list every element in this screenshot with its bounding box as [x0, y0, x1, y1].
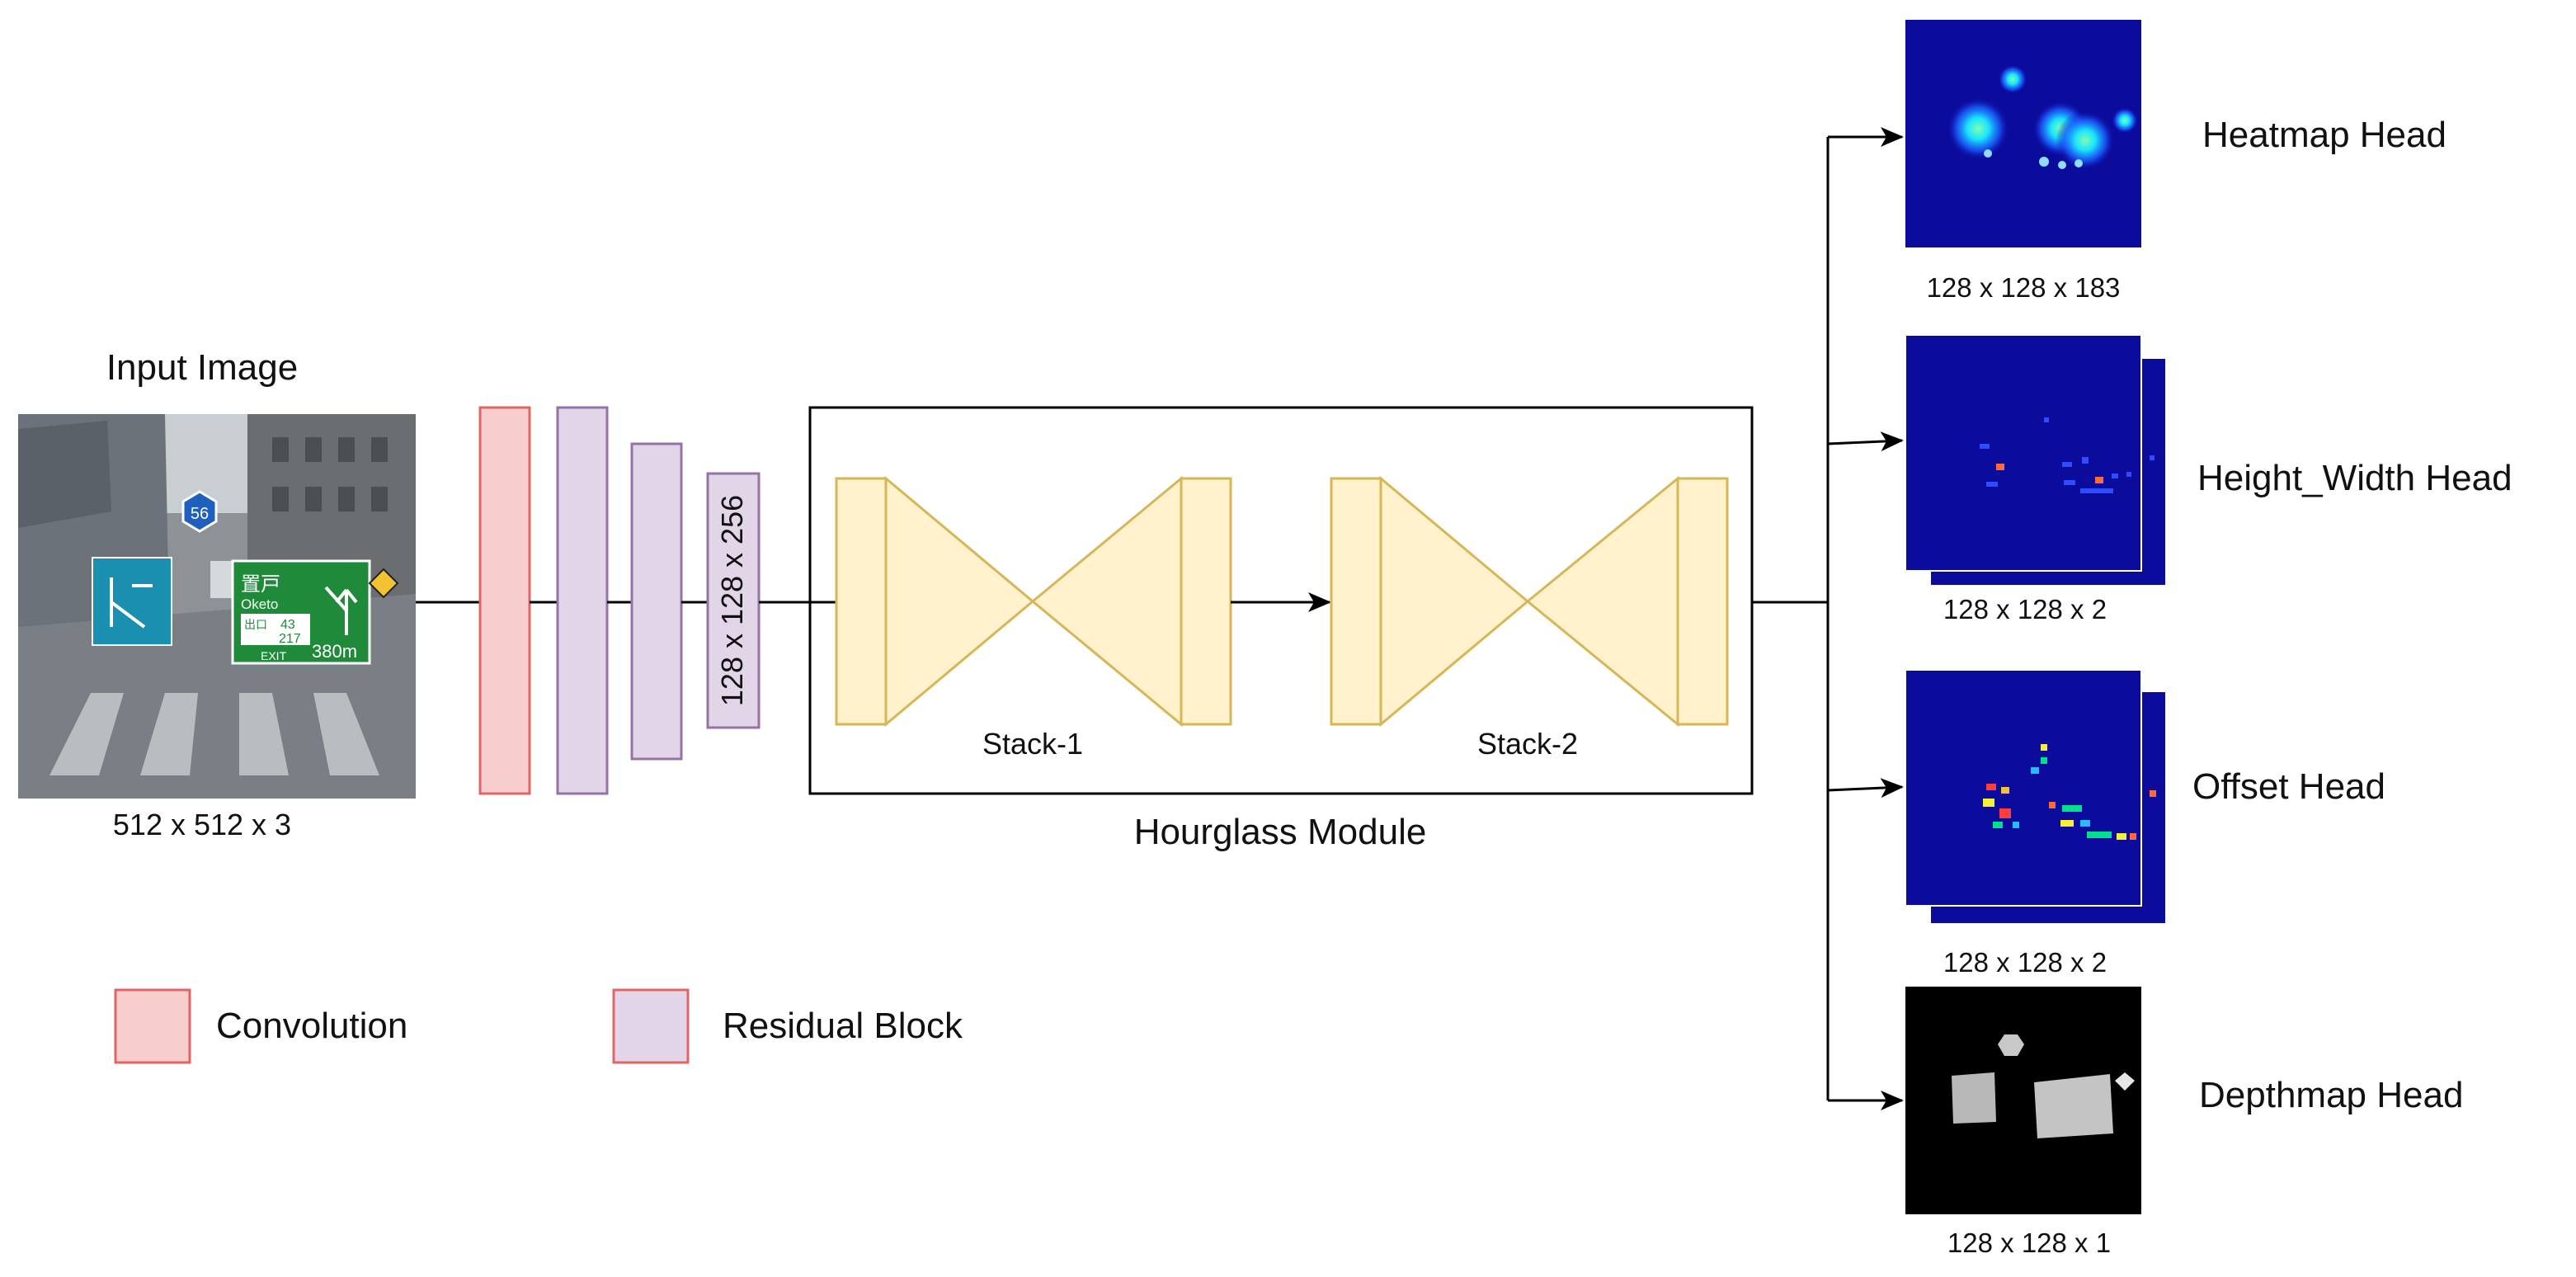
input-dims: 512 x 512 x 3: [113, 808, 291, 841]
hourglass-module-title: Hourglass Module: [1134, 812, 1427, 852]
stack-1-label: Stack-1: [982, 727, 1083, 761]
height-width-head-dims: 128 x 128 x 2: [1943, 594, 2107, 624]
sign-exit: EXIT: [261, 649, 287, 662]
stack-2-label: Stack-2: [1477, 727, 1578, 761]
depthmap-output: [1905, 987, 2141, 1214]
conv-block: [478, 406, 531, 795]
offset-output: [1905, 669, 2167, 925]
residual-block-1: [556, 406, 609, 795]
arrow-to-offset: [1827, 778, 1904, 799]
legend-convolution-label: Convolution: [216, 1006, 407, 1046]
feature-dims: 128 x 128 x 256: [715, 495, 749, 706]
depthmap-head-dims: 128 x 128 x 1: [1947, 1228, 2111, 1258]
sign-place: Oketo: [241, 596, 278, 612]
height-width-output: [1905, 334, 2167, 587]
depthmap-head-label: Depthmap Head: [2199, 1075, 2463, 1115]
offset-head-dims: 128 x 128 x 2: [1943, 947, 2107, 978]
route-number: 56: [191, 505, 209, 523]
arrow-to-height-width: [1827, 431, 1904, 452]
input-title: Input Image: [106, 347, 298, 388]
legend-residual-label: Residual Block: [723, 1006, 963, 1046]
stack-2: [1330, 475, 1729, 728]
heatmap-output: [1905, 20, 2141, 247]
hourglass-module-box: [808, 406, 1754, 795]
offset-head-label: Offset Head: [2192, 766, 2385, 807]
sign-num-a: 43: [280, 618, 295, 632]
sign-distance: 380m: [312, 641, 357, 662]
heatmap-head-dims: 128 x 128 x 183: [1927, 272, 2121, 303]
stack-1: [835, 475, 1232, 728]
sign-num-b: 217: [279, 632, 301, 646]
residual-block-2: [630, 442, 683, 761]
height-width-head-label: Height_Width Head: [2197, 458, 2512, 498]
heatmap-head-label: Heatmap Head: [2202, 115, 2446, 155]
sign-exit-kanji: 出口: [244, 618, 267, 631]
legend-residual-swatch: [612, 988, 690, 1064]
input-image: 56 置戸 Oketo 出口 43 217 EXIT 380m: [18, 414, 416, 799]
sign-kanji: 置戸: [241, 573, 280, 596]
legend-convolution-swatch: [114, 988, 191, 1064]
residual-block-3: [706, 472, 761, 729]
